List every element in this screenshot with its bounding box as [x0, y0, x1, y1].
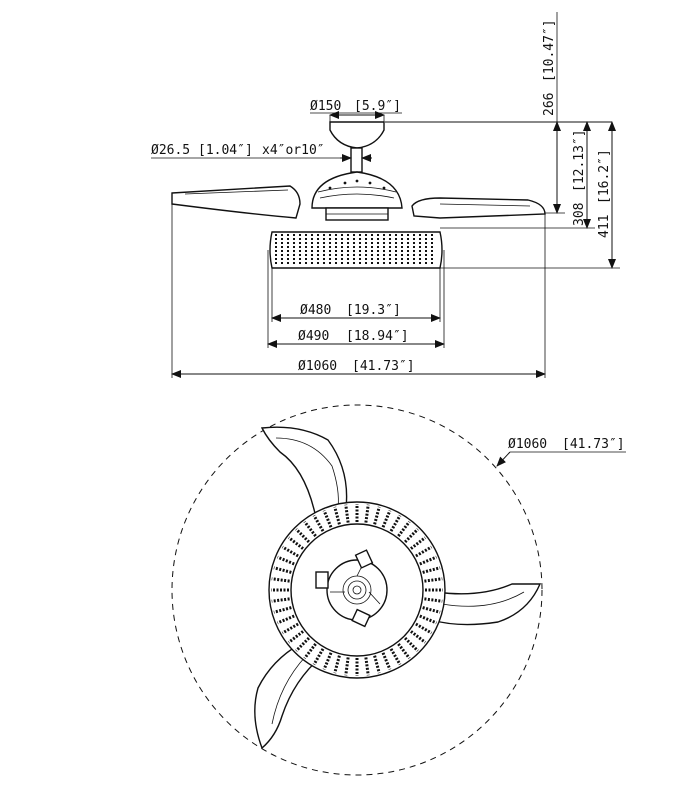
- right-blade: [411, 197, 546, 219]
- bracket-bottom: [351, 608, 371, 628]
- shade-490-label: Ø490: [298, 329, 329, 344]
- shade-490-inch-label: [18.94″]: [346, 329, 409, 344]
- downrod: [350, 147, 363, 173]
- downrod-length-label: x4″or10″: [262, 143, 325, 158]
- canopy-diameter-inch-label: [5.9″]: [354, 99, 401, 114]
- top-span-1060-label: Ø1060: [508, 437, 547, 452]
- motor-housing: [311, 171, 403, 209]
- bracket-top: [354, 549, 374, 569]
- blade-right: [431, 583, 542, 626]
- height-411-inch-label: [16.2″]: [597, 149, 612, 204]
- canopy: [329, 121, 385, 149]
- blade-sweep-circle: [171, 404, 543, 776]
- height-411-label: 411: [597, 215, 612, 238]
- blade-bottom: [254, 643, 324, 750]
- top-span-1060-inch-label: [41.73″]: [562, 437, 625, 452]
- left-blade: [171, 185, 301, 219]
- side-view: Ø150 [5.9″] Ø26.5 [1.04″] x4″or10″ 266 […: [151, 12, 620, 378]
- shade-480-inch-label: [19.3″]: [346, 303, 401, 318]
- span-1060-label: Ø1060: [298, 359, 337, 374]
- height-308-label: 308: [572, 203, 587, 226]
- crystal-shade: [269, 231, 443, 269]
- height-266-label: 266: [542, 93, 557, 116]
- downrod-diameter-inch-label: [1.04″]: [198, 143, 253, 158]
- shade-480-label: Ø480: [300, 303, 331, 318]
- span-1060-inch-label: [41.73″]: [352, 359, 415, 374]
- height-266-inch-label: [10.47″]: [542, 19, 557, 82]
- height-308-inch-label: [12.13″]: [572, 129, 587, 192]
- downrod-diameter-label: Ø26.5: [151, 143, 190, 158]
- bracket-left: [315, 571, 329, 589]
- canopy-diameter-label: Ø150: [310, 99, 341, 114]
- top-view: Ø1060 [41.73″]: [171, 404, 626, 776]
